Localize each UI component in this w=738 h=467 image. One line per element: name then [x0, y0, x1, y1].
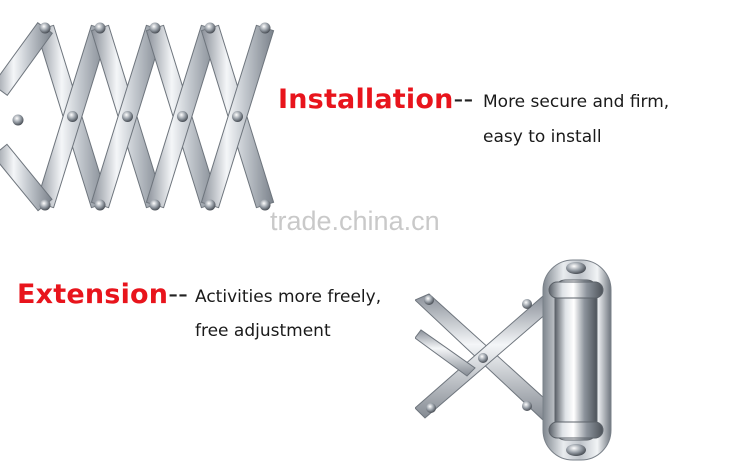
rivet [204, 22, 216, 34]
extension-heading: Extension-- [17, 279, 188, 310]
scissor-bar [0, 22, 53, 96]
installation-desc-line1: More secure and firm, [483, 92, 670, 112]
scissor-rack-icon [0, 22, 275, 212]
extension-desc-line1: Activities more freely, [195, 287, 382, 307]
rivet [39, 22, 51, 34]
rivet [94, 199, 106, 211]
rivet [149, 22, 161, 34]
rivet [149, 199, 161, 211]
extension-dashes: -- [168, 279, 189, 310]
installation-desc-line2: easy to install [483, 127, 602, 147]
rivet [39, 199, 51, 211]
wall-mount-bracket-icon [415, 259, 612, 461]
installation-dashes: -- [453, 84, 474, 115]
installation-title: Installation [278, 84, 454, 115]
installation-heading: Installation-- [278, 84, 473, 115]
rivet [122, 111, 133, 122]
rivet [232, 111, 243, 122]
scissor-bar [0, 143, 53, 212]
watermark-text: trade.china.cn [270, 206, 440, 236]
extension-title: Extension [17, 279, 169, 310]
rivet [259, 22, 271, 34]
rivet [259, 199, 271, 211]
extension-desc-line2: free adjustment [195, 321, 331, 341]
rivet [177, 111, 188, 122]
rivet [204, 199, 216, 211]
rivet [94, 22, 106, 34]
rivet [67, 111, 78, 122]
rivet [12, 114, 24, 126]
